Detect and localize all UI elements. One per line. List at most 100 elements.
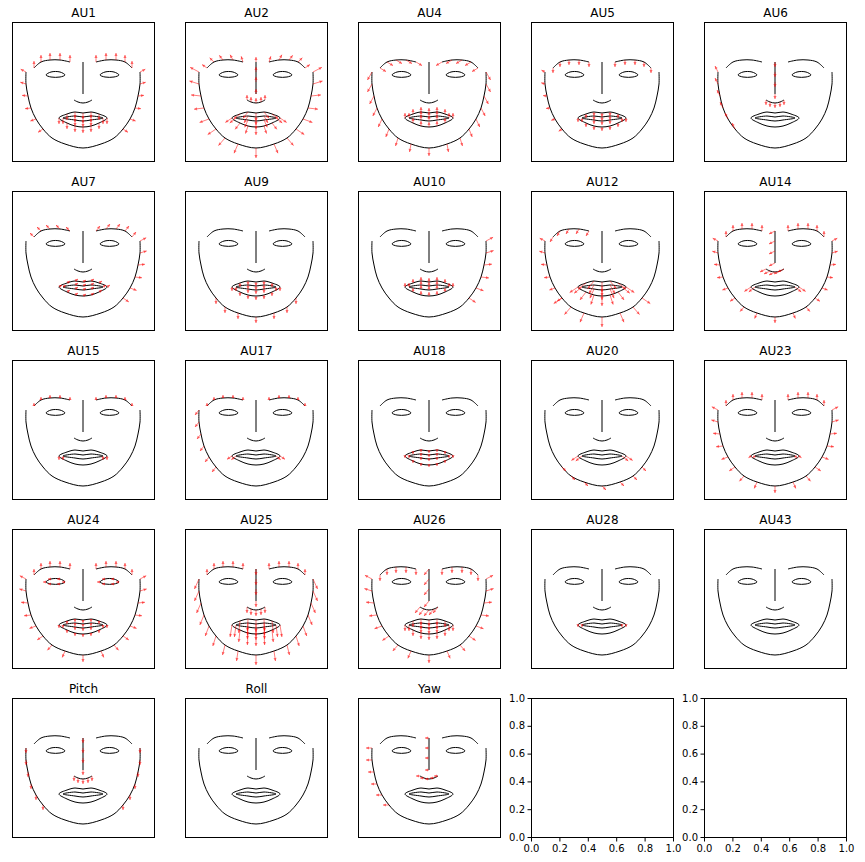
displacement-arrow (435, 285, 438, 289)
displacement-arrow (570, 287, 578, 293)
arrow-head (277, 561, 280, 564)
displacement-arrow (296, 397, 299, 400)
arrow-shaft (424, 569, 429, 575)
arrow-head (724, 400, 727, 403)
displacement-arrow (403, 283, 406, 287)
arrow-shaft (557, 298, 562, 301)
displacement-arrow (99, 281, 102, 284)
arrow-head (65, 630, 68, 633)
displacement-arrow (105, 456, 108, 460)
arrow-head (236, 316, 239, 319)
arrow-head (265, 124, 268, 127)
arrow-head (114, 395, 117, 398)
displacement-arrow (68, 55, 71, 62)
displacement-arrow (592, 112, 595, 116)
arrow-head (456, 61, 459, 64)
arrow-shaft (366, 602, 374, 604)
arrow-head (97, 630, 100, 633)
eye (565, 240, 584, 246)
eyebrow (380, 229, 416, 237)
arrow-head (395, 143, 398, 146)
arrow-head (480, 626, 483, 629)
arrow-head (754, 485, 757, 488)
arrow-head (427, 660, 430, 663)
arrow-head (592, 127, 595, 130)
arrow-head (101, 654, 104, 657)
arrow-head (539, 251, 542, 254)
arrow-head (62, 654, 65, 657)
displacement-arrow (592, 126, 595, 130)
displacement-arrow (590, 289, 594, 298)
arrow-head (551, 70, 554, 73)
outer-lip (232, 450, 280, 465)
displacement-arrow (541, 263, 547, 266)
arrow-shaft (769, 251, 775, 254)
arrow-head (245, 95, 248, 98)
displacement-arrow (202, 65, 207, 68)
eyebrow (269, 567, 305, 575)
displacement-arrow (114, 561, 117, 567)
displacement-arrow (97, 630, 100, 633)
displacement-arrow (419, 453, 422, 456)
arrow-head (608, 127, 611, 130)
arrow-head (73, 633, 76, 636)
displacement-arrow (229, 625, 232, 637)
eye (446, 71, 465, 77)
arrow-shaft (712, 407, 718, 410)
arrow-head (270, 284, 273, 287)
displacement-arrow (620, 482, 624, 486)
arrow-head (235, 658, 238, 661)
arrow-head (73, 623, 76, 626)
arrow-head (750, 223, 753, 226)
arrow-head (246, 636, 249, 639)
arrow-head (104, 53, 107, 56)
displacement-arrow (447, 455, 450, 458)
arrow-head (472, 637, 475, 640)
arrow-head (59, 285, 62, 288)
displacement-arrow (97, 114, 100, 120)
displacement-arrow (793, 482, 796, 488)
arrow-shaft (234, 114, 240, 119)
displacement-arrow (279, 55, 282, 60)
arrow-head (276, 634, 279, 637)
arrow-head (130, 403, 133, 406)
displacement-arrow (236, 313, 239, 319)
displacement-arrow (419, 115, 422, 120)
arrow-head (831, 445, 834, 448)
arrow-head (419, 115, 422, 118)
arrow-shaft (313, 579, 318, 589)
arrow-head (275, 150, 278, 153)
displacement-arrow (476, 626, 484, 629)
arrow-head (43, 580, 46, 583)
arrow-head (212, 643, 215, 646)
arrow-head (249, 612, 252, 615)
arrow-shaft (373, 108, 377, 116)
arrow-head (427, 286, 430, 289)
displacement-arrow (613, 62, 616, 67)
displacement-arrow (419, 285, 422, 289)
arrow-head (427, 454, 430, 457)
displacement-arrow (222, 645, 225, 655)
arrow-head (233, 634, 236, 637)
displacement-arrow (393, 645, 398, 651)
arrow-head (419, 277, 422, 280)
arrow-head (200, 622, 203, 625)
arrow-shaft (570, 287, 578, 293)
displacement-arrow (99, 290, 102, 293)
arrow-head (815, 394, 818, 397)
arrow-head (97, 226, 100, 229)
arrow-head (554, 301, 557, 304)
displacement-arrow (308, 107, 318, 110)
displacement-arrow (715, 78, 718, 84)
displacement-arrow (469, 298, 476, 302)
arrow-head (715, 78, 718, 81)
displacement-arrow (600, 113, 603, 117)
displacement-arrow (254, 286, 257, 290)
arrow-shaft (83, 288, 86, 290)
displacement-arrow (427, 282, 430, 286)
arrow-shaft (476, 626, 484, 629)
arrow-head (81, 659, 84, 662)
displacement-arrow (287, 138, 294, 146)
displacement-arrow (81, 628, 84, 631)
arrow-shaft (287, 138, 294, 146)
